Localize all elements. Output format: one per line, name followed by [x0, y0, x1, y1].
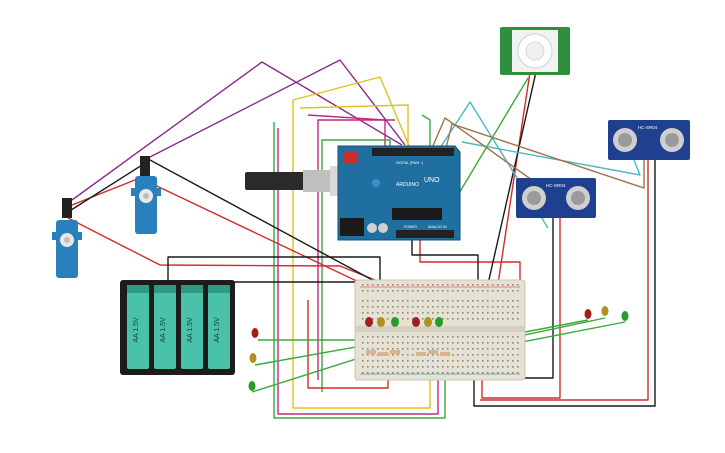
- resistor: [378, 352, 388, 356]
- analog-label: ANALOG IN: [428, 225, 447, 229]
- reset-button: [344, 152, 358, 164]
- resistor: [390, 350, 400, 354]
- battery-cell: AA 1.5V: [127, 285, 149, 369]
- pir-sensor: [500, 27, 570, 75]
- wire-cyan: [461, 141, 641, 176]
- led-green: [621, 311, 629, 321]
- wire-red: [480, 160, 649, 401]
- battery-pack: AA 1.5V AA 1.5V AA 1.5V AA 1.5V: [120, 280, 235, 375]
- wire-magenta: [317, 119, 395, 380]
- led-yellow: [424, 317, 432, 327]
- led-yellow: [601, 306, 609, 316]
- battery-cell-label: AA 1.5V: [187, 317, 194, 343]
- led-red: [365, 317, 373, 327]
- arduino-model: UNO: [424, 177, 440, 184]
- led-green: [391, 317, 399, 327]
- power-label: POWER: [404, 225, 417, 229]
- led-green: [435, 317, 443, 327]
- breadboard-leds: [365, 317, 443, 327]
- wire-purple: [147, 59, 406, 159]
- battery-cell: AA 1.5V: [154, 285, 176, 369]
- ultrasonic-model-label: HC-SR04: [546, 183, 566, 188]
- arduino-uno: ARDUINO UNO DIGITAL (PWM ~) POWER ANALOG…: [245, 145, 461, 241]
- ultrasonic-model-label: HC-SR04: [638, 125, 658, 130]
- battery-cell-label: AA 1.5V: [133, 317, 140, 343]
- servo-right: [131, 156, 161, 234]
- wire-black: [473, 160, 656, 407]
- loose-leds-right: [584, 306, 629, 321]
- resistor: [366, 350, 376, 354]
- breadboard: [354, 279, 526, 381]
- wire-purple: [71, 61, 403, 201]
- battery-cell: AA 1.5V: [181, 285, 203, 369]
- arduino-brand: ARDUINO: [396, 182, 419, 188]
- wire-brown: [431, 117, 561, 201]
- wire-black: [487, 71, 537, 285]
- led-red: [251, 328, 259, 338]
- battery-cell-label: AA 1.5V: [214, 317, 221, 343]
- wire-red: [497, 71, 531, 285]
- led-yellow: [377, 317, 385, 327]
- led-yellow: [249, 353, 257, 363]
- battery-cell-label: AA 1.5V: [160, 317, 167, 343]
- usb-plug: [245, 172, 305, 190]
- led-green: [248, 381, 256, 391]
- wire-black: [167, 256, 381, 283]
- ultrasonic-sensor-1: HC-SR04: [516, 178, 596, 218]
- resistor: [416, 352, 426, 356]
- resistors: [366, 350, 450, 356]
- wire-black: [411, 236, 479, 284]
- loose-leds-left: [248, 328, 259, 391]
- wire-red: [67, 217, 381, 283]
- wire-red: [71, 177, 366, 286]
- digital-label: DIGITAL (PWM ~): [396, 161, 423, 165]
- resistor: [428, 350, 438, 354]
- servo-left: [52, 198, 82, 278]
- wire-green: [421, 114, 431, 148]
- wire-brown: [445, 123, 645, 189]
- led-red: [412, 317, 420, 327]
- led-red: [584, 309, 592, 319]
- wire-yellow: [299, 104, 409, 148]
- resistor: [440, 352, 450, 356]
- ultrasonic-sensor-2: HC-SR04: [608, 120, 690, 160]
- battery-cell: AA 1.5V: [208, 285, 230, 369]
- microcontroller-chip: [392, 208, 442, 220]
